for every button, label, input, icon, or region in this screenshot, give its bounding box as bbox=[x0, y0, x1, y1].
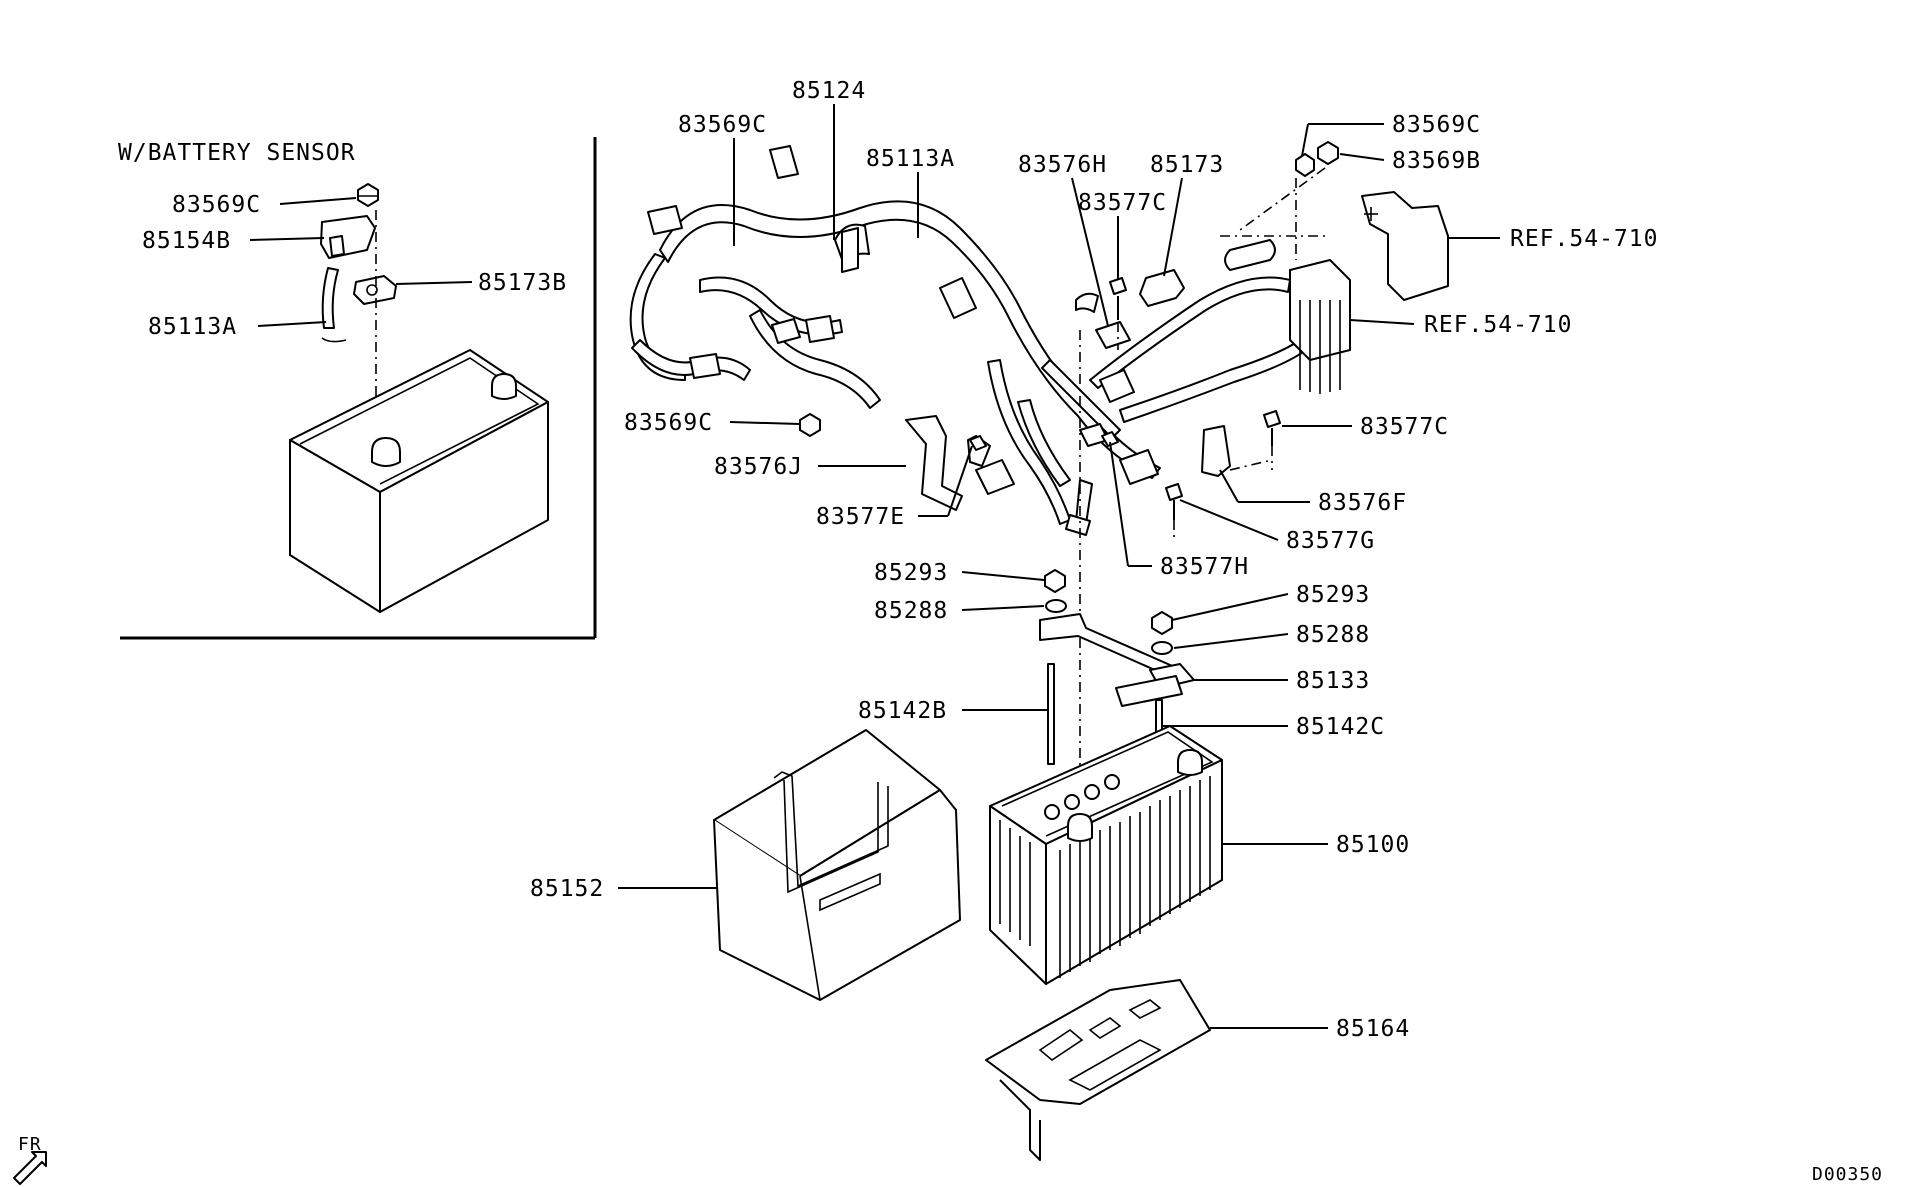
callout-85100: 85100 bbox=[1222, 832, 1410, 858]
inset-callout-2: 85113A bbox=[148, 314, 327, 340]
callout-85124: 85124 bbox=[792, 78, 866, 240]
svg-text:85288: 85288 bbox=[1296, 622, 1370, 648]
bolt-83577g bbox=[1165, 483, 1183, 501]
nut-85293-right bbox=[1151, 611, 1173, 635]
svg-text:85133: 85133 bbox=[1296, 668, 1370, 694]
callout-83577e: 83577E bbox=[816, 445, 973, 530]
callout-83577c-right: 83577C bbox=[1282, 414, 1449, 440]
svg-text:85173: 85173 bbox=[1150, 152, 1224, 178]
callout-85173: 85173 bbox=[1150, 152, 1224, 277]
svg-text:83577C: 83577C bbox=[1078, 190, 1167, 216]
callout-83577h: 83577H bbox=[1109, 441, 1249, 580]
assembly-lines bbox=[1079, 167, 1330, 820]
callout-ref-fuse-cover: REF.54-710 bbox=[1448, 226, 1658, 252]
callout-83577g: 83577G bbox=[1179, 499, 1375, 554]
inset-callout-0: 83569C bbox=[172, 192, 357, 218]
svg-text:83576F: 83576F bbox=[1318, 490, 1407, 516]
svg-text:83577C: 83577C bbox=[1360, 414, 1449, 440]
battery-tray bbox=[713, 729, 961, 1001]
inset-sensor-bracket bbox=[320, 215, 376, 259]
svg-text:85164: 85164 bbox=[1336, 1016, 1410, 1042]
callout-85142c: 85142C bbox=[1162, 714, 1385, 740]
svg-text:85100: 85100 bbox=[1336, 832, 1410, 858]
cable-harness bbox=[629, 145, 1449, 536]
svg-text:83569C: 83569C bbox=[678, 112, 767, 138]
svg-text:85293: 85293 bbox=[874, 560, 948, 586]
svg-text:83576J: 83576J bbox=[714, 454, 803, 480]
inset-title: W/BATTERY SENSOR bbox=[118, 140, 356, 166]
callout-85133: 85133 bbox=[1192, 668, 1370, 694]
callout-85142b: 85142B bbox=[858, 698, 1048, 724]
svg-text:83576H: 83576H bbox=[1018, 152, 1107, 178]
svg-text:83569C: 83569C bbox=[624, 410, 713, 436]
front-arrow-icon bbox=[13, 1151, 47, 1185]
washer-85288-right bbox=[1151, 641, 1173, 655]
front-direction-indicator: FR bbox=[13, 1134, 47, 1185]
splash-shield bbox=[985, 979, 1211, 1161]
fasteners bbox=[799, 141, 1339, 655]
bolt-83577h bbox=[1101, 431, 1119, 447]
svg-text:83569C: 83569C bbox=[1392, 112, 1481, 138]
callout-83569c-b: 83569C bbox=[1301, 112, 1481, 157]
bolt-83577e bbox=[969, 435, 987, 451]
svg-text:REF.54-710: REF.54-710 bbox=[1510, 226, 1658, 252]
nut-83569c-left bbox=[799, 413, 821, 437]
bolt-83577c-upper bbox=[1109, 277, 1127, 295]
svg-text:85288: 85288 bbox=[874, 598, 948, 624]
inset-terminal bbox=[353, 275, 397, 305]
svg-text:85113A: 85113A bbox=[148, 314, 237, 340]
inset-callout-3: 85173B bbox=[395, 270, 567, 296]
svg-text:85113A: 85113A bbox=[866, 146, 955, 172]
nut-83569b bbox=[1317, 141, 1339, 165]
callout-83576j: 83576J bbox=[714, 454, 906, 480]
callout-85288-left: 85288 bbox=[874, 598, 1045, 624]
nut-85293-left bbox=[1044, 569, 1066, 593]
nut-83569c-top bbox=[1295, 153, 1315, 177]
inset-panel: W/BATTERY SENSOR bbox=[118, 137, 597, 640]
svg-text:REF.54-710: REF.54-710 bbox=[1424, 312, 1572, 338]
svg-text:83577G: 83577G bbox=[1286, 528, 1375, 554]
inset-nut bbox=[357, 183, 379, 207]
svg-text:85142B: 85142B bbox=[858, 698, 947, 724]
battery bbox=[989, 725, 1223, 985]
svg-text:83577H: 83577H bbox=[1160, 554, 1249, 580]
svg-text:85152: 85152 bbox=[530, 876, 604, 902]
svg-text:85124: 85124 bbox=[792, 78, 866, 104]
callout-83576f: 83576F bbox=[1219, 469, 1407, 516]
svg-text:83577E: 83577E bbox=[816, 504, 905, 530]
bolt-83577c-right bbox=[1263, 410, 1281, 428]
svg-text:FR: FR bbox=[18, 1134, 42, 1155]
callout-85288-right: 85288 bbox=[1173, 622, 1370, 649]
svg-text:85293: 85293 bbox=[1296, 582, 1370, 608]
callout-85293-right: 85293 bbox=[1171, 582, 1370, 621]
svg-text:85142C: 85142C bbox=[1296, 714, 1385, 740]
callout-85293-left: 85293 bbox=[874, 560, 1045, 586]
callout-83576h: 83576H bbox=[1018, 152, 1109, 327]
hold-down-clamp bbox=[1039, 613, 1195, 707]
washer-85288-left bbox=[1045, 599, 1067, 613]
callout-85152: 85152 bbox=[530, 876, 718, 902]
callout-83569c-a: 83569C bbox=[678, 112, 767, 246]
svg-text:83569C: 83569C bbox=[172, 192, 261, 218]
svg-text:85173B: 85173B bbox=[478, 270, 567, 296]
svg-text:85154B: 85154B bbox=[142, 228, 231, 254]
inset-cable bbox=[321, 267, 347, 343]
callout-83569b: 83569B bbox=[1339, 148, 1481, 174]
callout-83577c-upper: 83577C bbox=[1078, 190, 1167, 280]
inset-battery bbox=[289, 349, 549, 613]
callout-85113a: 85113A bbox=[866, 146, 955, 238]
inset-callout-1: 85154B bbox=[142, 228, 325, 254]
callout-ref-fuse-block: REF.54-710 bbox=[1349, 312, 1572, 338]
callout-83569c-c: 83569C bbox=[624, 410, 801, 436]
callout-85164: 85164 bbox=[1210, 1016, 1410, 1042]
drawing-code: D00350 bbox=[1812, 1164, 1883, 1185]
svg-text:83569B: 83569B bbox=[1392, 148, 1481, 174]
